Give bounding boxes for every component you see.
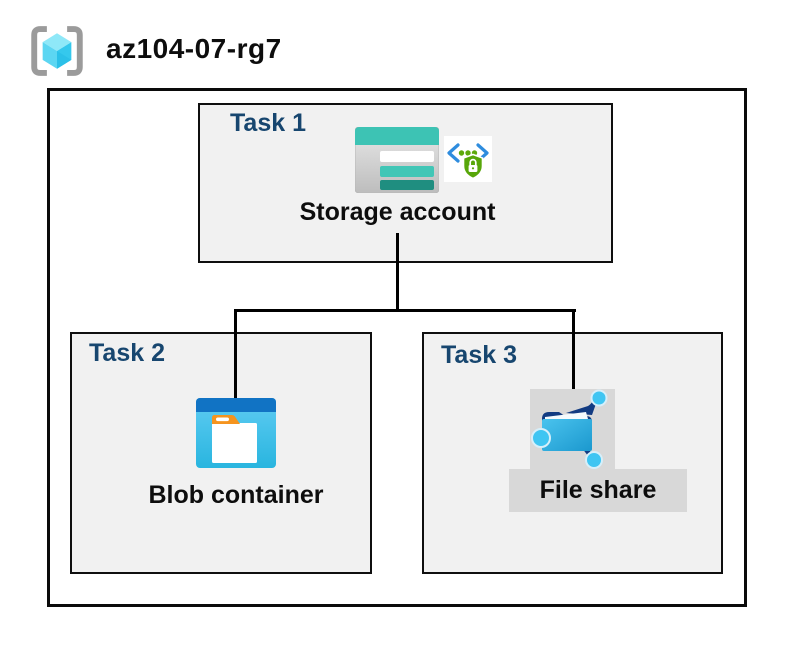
connector-to-blob xyxy=(234,309,237,399)
task2-label: Task 2 xyxy=(89,339,165,367)
storage-account-icon xyxy=(355,127,439,193)
file-share-label: File share xyxy=(539,476,657,504)
file-share-icon xyxy=(530,389,615,470)
secure-access-badge-icon xyxy=(444,136,492,182)
task3-label: Task 3 xyxy=(441,341,517,369)
connector-to-fileshare xyxy=(572,309,575,391)
task1-label: Task 1 xyxy=(230,109,306,137)
blob-container-label: Blob container xyxy=(148,481,324,509)
storage-account-label: Storage account xyxy=(299,198,496,226)
blob-container-icon xyxy=(196,398,276,468)
resource-group-icon xyxy=(30,22,84,80)
resource-group-name: az104-07-rg7 xyxy=(106,33,282,64)
file-share-label-highlight: File share xyxy=(509,469,687,512)
connector-storage-stem xyxy=(396,233,399,311)
connector-horizontal xyxy=(234,309,576,312)
